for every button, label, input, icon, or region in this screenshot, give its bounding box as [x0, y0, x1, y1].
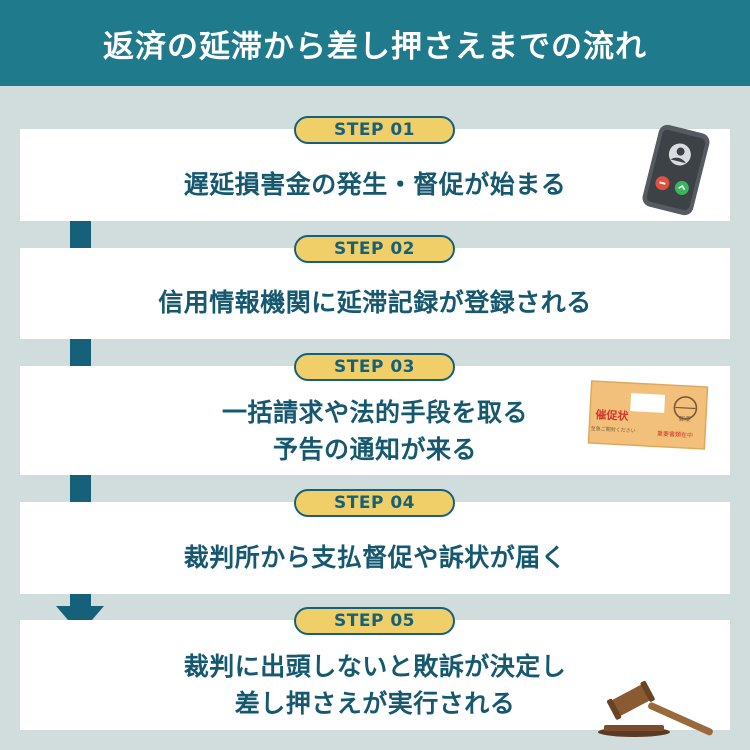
step-badge: STEP 04 — [294, 489, 455, 517]
step-text: 裁判所から支払督促や訴状が届く — [183, 542, 567, 572]
envelope-stamp-text: 催促状 — [595, 407, 630, 423]
step-card: 裁判所から支払督促や訴状が届く — [20, 502, 730, 594]
step-card: 信用情報機関に延滞記録が登録される — [20, 248, 730, 339]
step-text: 信用情報機関に延滞記録が登録される — [158, 288, 592, 317]
envelope-note-text: 至急ご開封ください — [591, 425, 636, 434]
header: 返済の延滞から差し押さえまでの流れ — [0, 0, 750, 86]
step-text: 一括請求や法的手段を取る 予告の通知が来る — [221, 397, 528, 464]
smartphone-call-icon — [642, 124, 710, 216]
step-card: 裁判に出頭しないと敗訴が決定し 差し押さえが実行される — [20, 620, 730, 730]
gavel-icon — [598, 680, 713, 737]
reminder-envelope-icon: 郵便 催促状 至急ご開封ください 重要書類在中 — [587, 380, 709, 450]
step-text: 遅延損害金の発生・督促が始まる — [183, 169, 567, 199]
step-badge: STEP 01 — [294, 116, 455, 144]
flow-connector — [70, 475, 91, 502]
step-badge: STEP 02 — [294, 235, 455, 263]
flow-connector — [70, 221, 91, 248]
step-badge: STEP 05 — [294, 607, 455, 635]
flow-connector — [70, 339, 91, 366]
page-title: 返済の延滞から差し押さえまでの流れ — [103, 28, 647, 65]
flow-arrow-stem — [70, 594, 91, 606]
envelope-red-text: 重要書類在中 — [657, 430, 693, 440]
envelope-seal-text: 郵便 — [679, 415, 691, 424]
step-card: 遅延損害金の発生・督促が始まる — [20, 129, 730, 221]
step-text: 裁判に出頭しないと敗訴が決定し 差し押さえが実行される — [183, 652, 567, 718]
step-badge: STEP 03 — [294, 353, 455, 381]
